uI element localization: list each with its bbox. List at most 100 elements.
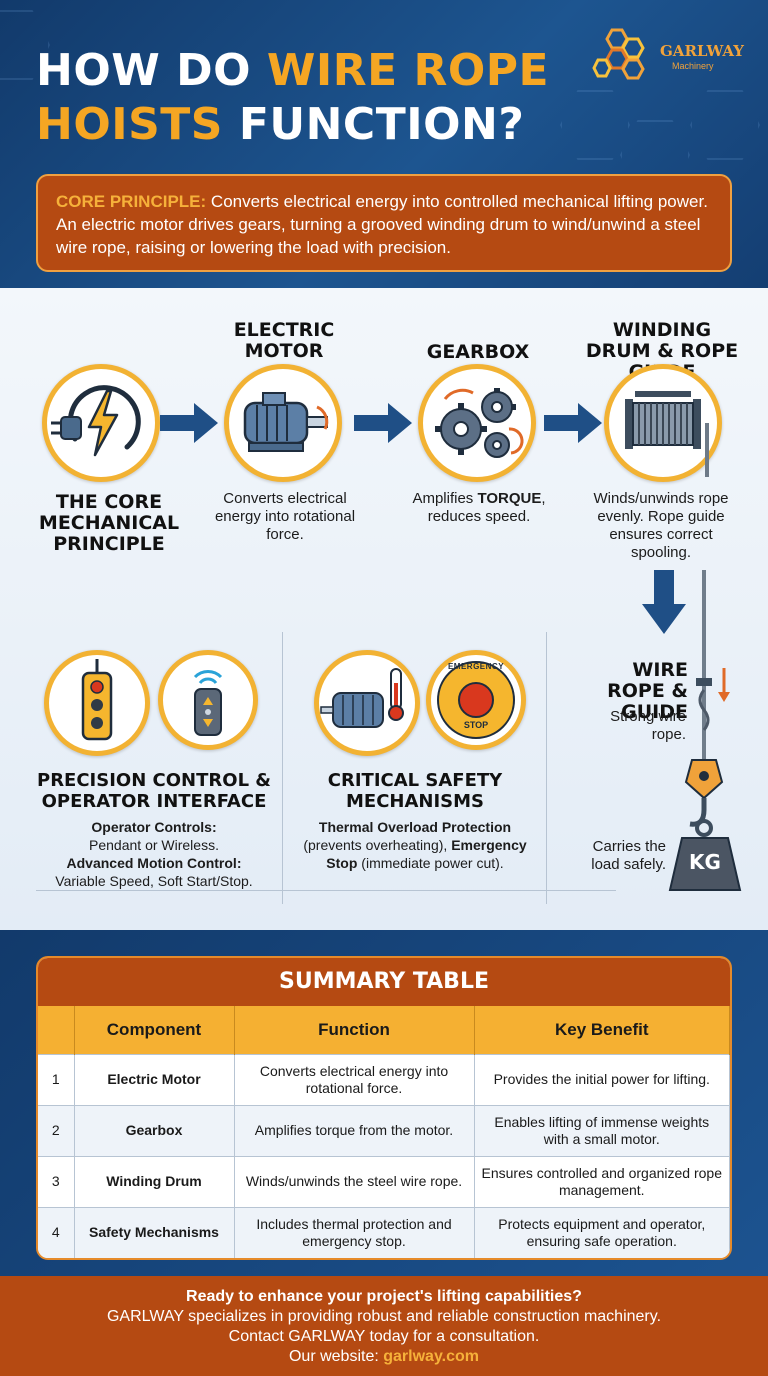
row-function: Winds/unwinds the steel wire rope.: [234, 1155, 475, 1207]
garlway-logo-icon: [592, 28, 645, 80]
process-section: ELECTRIC MOTOR GEARBOX WINDING DRUM & RO…: [0, 288, 768, 930]
table-row: 3 Winding Drum Winds/unwinds the steel w…: [38, 1155, 730, 1207]
title-accent: HOISTS: [36, 99, 223, 150]
row-number: 3: [38, 1155, 75, 1207]
footer-website: Our website: garlway.com: [0, 1347, 768, 1367]
winding-drum-icon: [625, 391, 709, 477]
thermal-circle: [314, 650, 420, 756]
title-text: FUNCTION?: [223, 99, 525, 150]
power-circle: [42, 364, 160, 482]
arrow-right-icon: [544, 403, 602, 443]
desc-bold: TORQUE: [477, 490, 542, 507]
header-function: Function: [234, 1006, 475, 1054]
control-text: Variable Speed, Soft Start/Stop.: [55, 873, 253, 889]
row-component: Safety Mechanisms: [74, 1206, 235, 1258]
title-accent: WIRE ROPE: [266, 45, 550, 96]
control-title: PRECISION CONTROL & OPERATOR INTERFACE: [37, 770, 271, 812]
summary-table: SUMMARY TABLE Component Function Key Ben…: [36, 956, 732, 1260]
row-function: Converts electrical energy into rotation…: [234, 1053, 475, 1105]
safety-desc: Thermal Overload Protection (prevents ov…: [300, 818, 530, 872]
header-cell: [38, 1006, 75, 1054]
step-desc-motor: Converts electrical energy into rotation…: [214, 490, 356, 543]
step-title-rope: WIRE ROPE & GUIDE: [607, 659, 688, 723]
footer-text: Contact GARLWAY today for a consultation…: [228, 1328, 540, 1345]
row-benefit: Ensures controlled and organized rope ma…: [474, 1155, 730, 1207]
control-text: Pendant or Wireless.: [89, 837, 219, 853]
emergency-stop-circle[interactable]: [426, 650, 526, 750]
page-title: HOW DO WIRE ROPE HOISTS FUNCTION?: [36, 44, 596, 152]
row-benefit: Protects equipment and operator, ensurin…: [474, 1206, 730, 1258]
step-desc-drum: Winds/unwinds rope evenly. Rope guide en…: [593, 490, 729, 561]
arrow-right-icon: [160, 403, 218, 443]
desc-text: Amplifies: [412, 490, 478, 507]
step-desc-gearbox: Amplifies TORQUE, reduces speed.: [404, 490, 554, 526]
row-component: Winding Drum: [74, 1155, 235, 1207]
table-row: 4 Safety Mechanisms Includes thermal pro…: [38, 1206, 730, 1258]
summary-title: SUMMARY TABLE: [38, 958, 730, 1006]
row-function: Includes thermal protection and emergenc…: [234, 1206, 475, 1258]
step-title-power: THE CORE MECHANICAL PRINCIPLE: [38, 491, 180, 555]
step-title-gearbox: GEARBOX: [426, 341, 530, 363]
website-link[interactable]: garlway.com: [383, 1348, 479, 1365]
logo-subtitle: Machinery: [672, 61, 714, 71]
header-component: Component: [74, 1006, 235, 1054]
electric-motor-icon: [243, 392, 329, 452]
step-title-motor: ELECTRIC MOTOR: [233, 319, 335, 362]
table-row: 2 Gearbox Amplifies torque from the moto…: [38, 1104, 730, 1156]
wireless-remote-icon: [193, 670, 223, 736]
weight-icon: [668, 837, 742, 891]
pendant-circle: [44, 650, 150, 756]
arrow-down-icon: [642, 570, 686, 634]
pendant-control-icon: [81, 659, 113, 741]
safety-label: Thermal Overload Protection: [318, 819, 512, 835]
power-plug-icon: [51, 385, 141, 457]
arrow-right-icon: [354, 403, 412, 443]
header-benefit: Key Benefit: [474, 1006, 730, 1054]
row-benefit: Provides the initial power for lifting.: [474, 1053, 730, 1105]
safety-title: CRITICAL SAFETY MECHANISMS: [327, 770, 503, 812]
safety-text: (immediate power cut).: [357, 855, 504, 871]
gearbox-circle: [418, 364, 536, 482]
hex-decoration: [0, 10, 50, 80]
table-row: 1 Electric Motor Converts electrical ene…: [38, 1053, 730, 1105]
footer-cta: Ready to enhance your project's lifting …: [0, 1276, 768, 1376]
step-desc-load: Carries the load safely.: [591, 838, 666, 873]
weight-label: KG: [689, 850, 721, 874]
safety-label: Emergency Stop: [326, 837, 527, 871]
hex-decoration: [560, 90, 630, 160]
thermal-motor-icon: [320, 668, 404, 728]
safety-text: (prevents overheating),: [303, 837, 452, 853]
header-banner: HOW DO WIRE ROPE HOISTS FUNCTION? GARLWA…: [0, 0, 768, 288]
row-number: 4: [38, 1206, 75, 1258]
row-benefit: Enables lifting of immense weights with …: [474, 1104, 730, 1156]
rope-hook-icon: [684, 570, 730, 837]
row-component: Electric Motor: [74, 1053, 235, 1105]
divider: [36, 890, 616, 891]
footer-text: GARLWAY specializes in providing robust …: [106, 1308, 662, 1325]
core-principle-box: CORE PRINCIPLE: Converts electrical ener…: [36, 174, 732, 272]
row-number: 2: [38, 1104, 75, 1156]
motor-circle: [224, 364, 342, 482]
core-principle-label: CORE PRINCIPLE:: [56, 192, 207, 211]
divider: [282, 632, 283, 904]
remote-circle: [158, 650, 258, 750]
desc-text: , reduces speed.: [427, 490, 546, 525]
core-principle-text: Converts electrical energy into controll…: [56, 192, 708, 257]
gears-icon: [435, 388, 524, 458]
drum-circle: [604, 364, 722, 482]
emergency-stop-icon: [437, 661, 515, 739]
row-component: Gearbox: [74, 1104, 235, 1156]
step-desc-rope: Strong wire rope.: [610, 708, 686, 743]
row-function: Amplifies torque from the motor.: [234, 1104, 475, 1156]
stop-label-bottom: STOP: [463, 720, 489, 730]
control-label: Operator Controls:: [91, 819, 217, 835]
footer-headline: Ready to enhance your project's lifting …: [186, 1288, 582, 1305]
stop-label-top: EMERGENCY: [447, 662, 505, 671]
summary-grid: Component Function Key Benefit 1 Electri…: [38, 1006, 730, 1258]
control-desc: Operator Controls: Pendant or Wireless. …: [36, 818, 272, 890]
row-number: 1: [38, 1053, 75, 1105]
divider: [546, 632, 547, 904]
logo-name: GARLWAY: [660, 42, 744, 60]
summary-section: SUMMARY TABLE Component Function Key Ben…: [0, 930, 768, 1276]
control-label: Advanced Motion Control:: [66, 855, 242, 871]
